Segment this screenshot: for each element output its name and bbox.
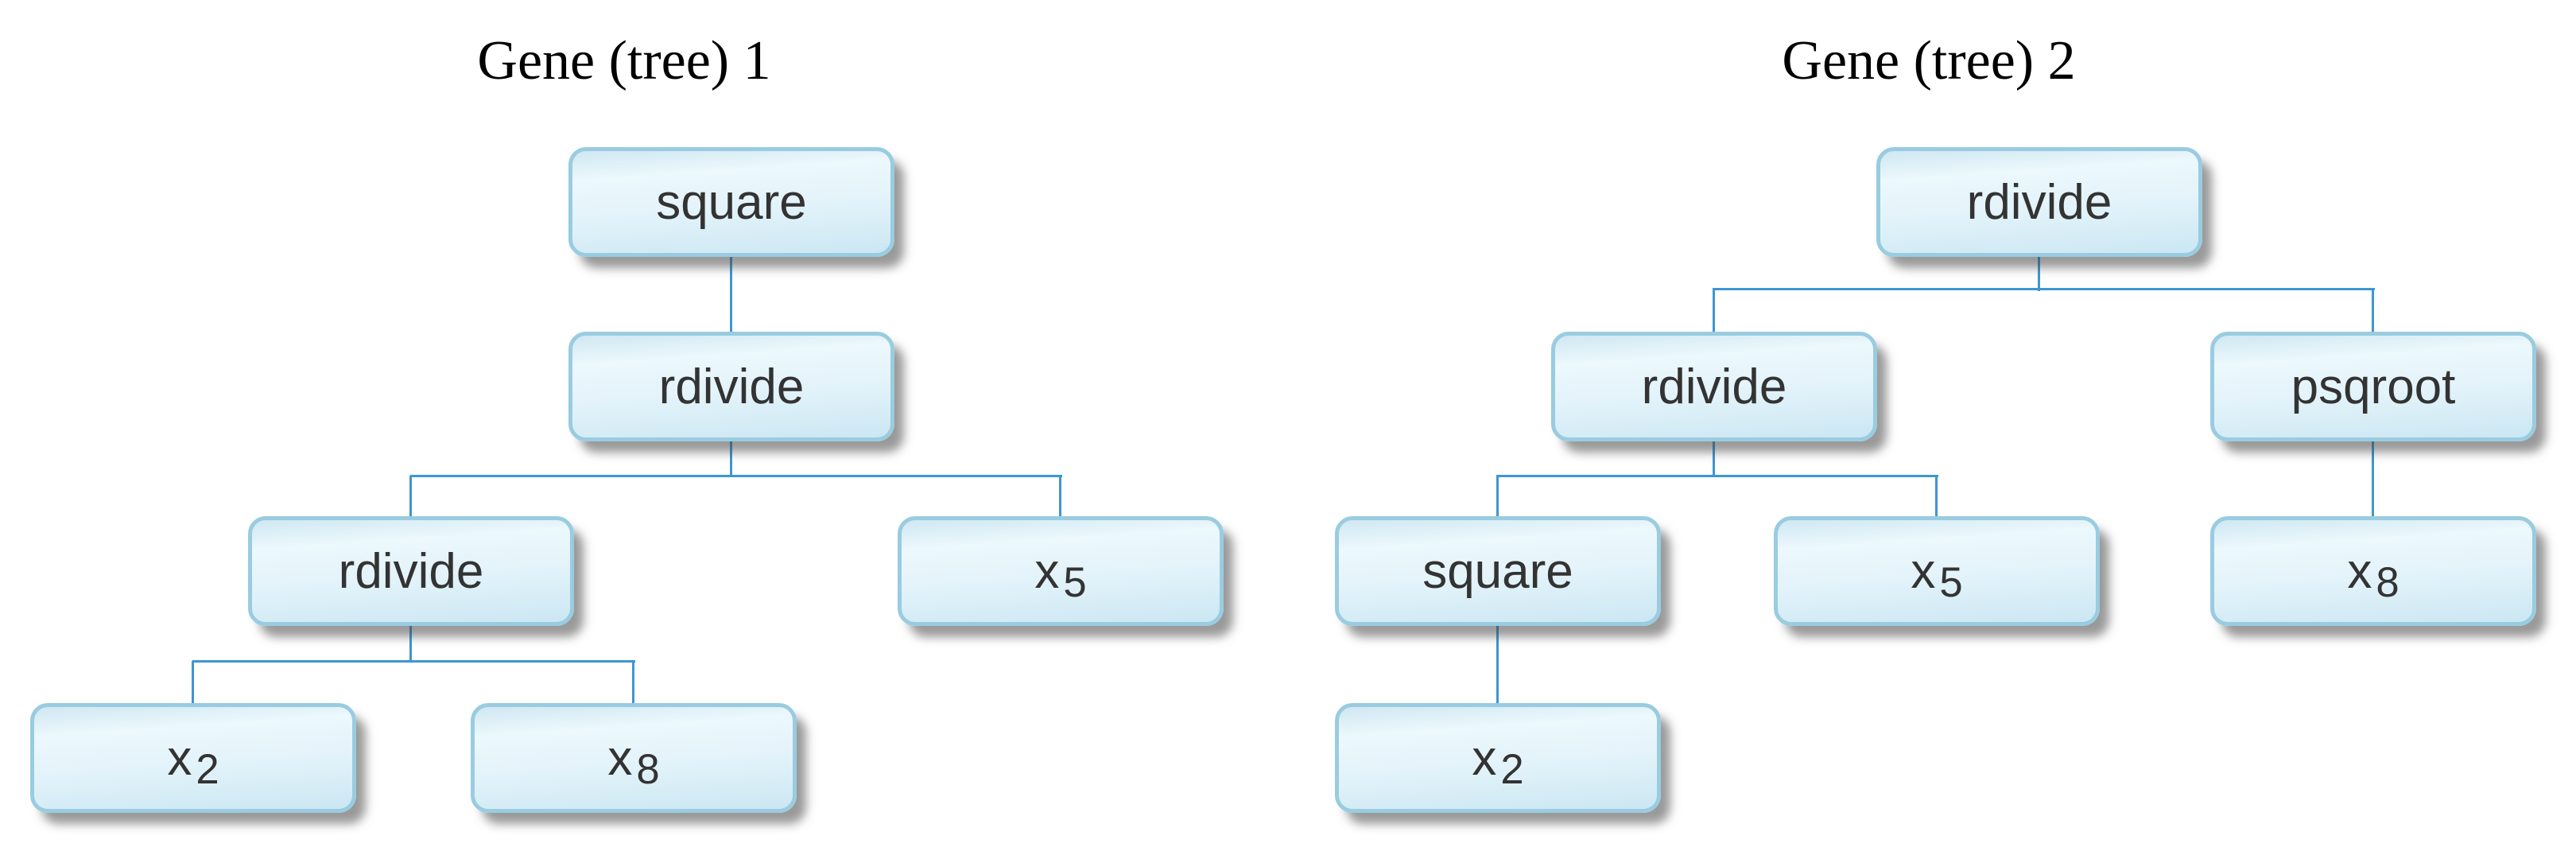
edge-t2-root-stub <box>2038 254 2040 291</box>
t2-node-x5-sub: 5 <box>1939 558 1963 606</box>
t1-node-x5-base: x <box>1034 543 1060 599</box>
t1-node-x8-base: x <box>607 730 633 786</box>
tree1-title: Gene (tree) 1 <box>477 30 771 91</box>
edge-t1-square-rdivide <box>730 254 732 335</box>
t2-node-square: square <box>1335 516 1661 626</box>
edge-t1-drop-x2 <box>192 661 194 708</box>
t2-node-psqroot-label: psqroot <box>2291 359 2456 414</box>
edge-t2-drop-square <box>1496 476 1499 521</box>
edge-t2-drop-rdivide <box>1713 289 1715 335</box>
t2-node-rdivide-root-label: rdivide <box>1966 174 2112 230</box>
t1-node-x2-sub: 2 <box>196 745 219 793</box>
t1-node-x8-sub: 8 <box>636 745 660 793</box>
t2-node-x2-sub: 2 <box>1500 745 1524 793</box>
edge-t1-level3-bar <box>410 475 1062 477</box>
t1-node-rdivide-2-label: rdivide <box>338 543 484 599</box>
t2-node-x2-base: x <box>1472 730 1497 786</box>
t1-node-x5-sub: 5 <box>1063 558 1087 606</box>
t2-node-rdivide-label: rdivide <box>1641 359 1787 414</box>
t2-node-rdivide: rdivide <box>1551 332 1877 441</box>
t1-node-rdivide-2: rdivide <box>248 516 574 626</box>
t2-node-x8-sub: 8 <box>2376 558 2399 606</box>
tree2-title: Gene (tree) 2 <box>1782 30 2076 91</box>
edge-t2-level3-bar <box>1496 475 1938 477</box>
edge-t1-drop-x8 <box>632 661 634 708</box>
edge-t2-square-x2 <box>1496 623 1499 708</box>
edge-t2-psqroot-x8 <box>2372 438 2374 521</box>
edge-t2-rdivide-stub <box>1713 438 1715 477</box>
t2-node-x5-base: x <box>1911 543 1936 599</box>
t2-node-rdivide-root: rdivide <box>1876 147 2202 257</box>
t2-node-psqroot: psqroot <box>2210 332 2536 441</box>
t2-node-x8-base: x <box>2347 543 2372 599</box>
t2-node-square-label: square <box>1422 543 1573 599</box>
t1-node-rdivide-label: rdivide <box>658 359 805 414</box>
edge-t1-drop-rdivide3 <box>409 476 412 521</box>
edge-t1-level4-bar <box>192 660 635 663</box>
t1-node-square: square <box>568 147 894 257</box>
t1-node-rdivide: rdivide <box>568 332 894 441</box>
edge-t1-rdivide-stub <box>730 438 732 477</box>
t1-node-square-label: square <box>656 174 807 230</box>
edge-t1-rdivide3-stub <box>409 623 412 663</box>
edge-t2-drop-x5 <box>1935 476 1938 521</box>
edge-t1-drop-x5 <box>1059 476 1061 521</box>
t1-node-x2-base: x <box>167 730 192 786</box>
edge-t2-level2-bar <box>1713 288 2375 290</box>
edge-t2-drop-psqroot <box>2372 289 2374 335</box>
